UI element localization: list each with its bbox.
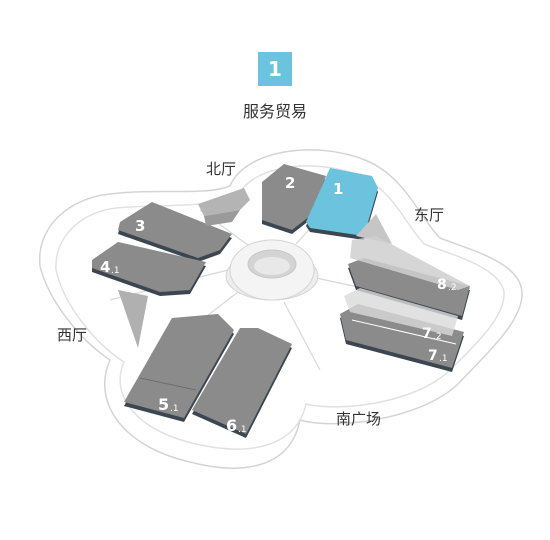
hall-number-badge: 1 <box>258 52 292 86</box>
hall-sublabel-4-1: .1 <box>111 266 120 276</box>
hall-sublabel-7-1: .1 <box>439 354 448 364</box>
hall-6-1[interactable]: 6 .1 <box>192 328 292 438</box>
west-hall-block <box>118 290 148 348</box>
hall-label-8: 8 <box>437 277 447 293</box>
hall-category-title: 服务贸易 <box>242 102 307 121</box>
hall-4-1[interactable]: 4 .1 <box>92 242 206 296</box>
hall-5-1[interactable]: 5 .1 <box>124 314 234 422</box>
hall-label-4: 4 <box>100 258 110 276</box>
hall-sublabel-8-2: .2 <box>448 283 457 293</box>
area-label-east: 东厅 <box>414 206 444 224</box>
east-hall-block <box>356 214 392 244</box>
hall-7[interactable]: 7 .2 7 .1 <box>340 288 464 372</box>
hall-8-2[interactable]: 8 .2 <box>348 236 470 320</box>
area-label-west: 西厅 <box>57 326 87 344</box>
hall-label-5: 5 <box>158 395 169 414</box>
hall-label-2: 2 <box>285 174 295 192</box>
central-rotunda <box>225 239 319 301</box>
hall-sublabel-6-1: .1 <box>238 425 247 435</box>
hall-sublabel-5-1: .1 <box>170 404 179 414</box>
hall-label-1: 1 <box>333 180 343 198</box>
hall-sublabel-7-2: .2 <box>433 332 442 342</box>
hall-3[interactable]: 3 <box>118 202 232 262</box>
area-label-north: 北厅 <box>206 160 236 178</box>
hall-label-7-2: 7 <box>422 326 432 342</box>
north-hall-block <box>198 188 250 226</box>
hall-label-7-1: 7 <box>428 348 438 364</box>
hall-label-3: 3 <box>135 217 145 235</box>
hall-label-6: 6 <box>226 416 237 435</box>
area-label-south: 南广场 <box>336 410 381 428</box>
hall-1[interactable]: 1 <box>306 168 378 240</box>
